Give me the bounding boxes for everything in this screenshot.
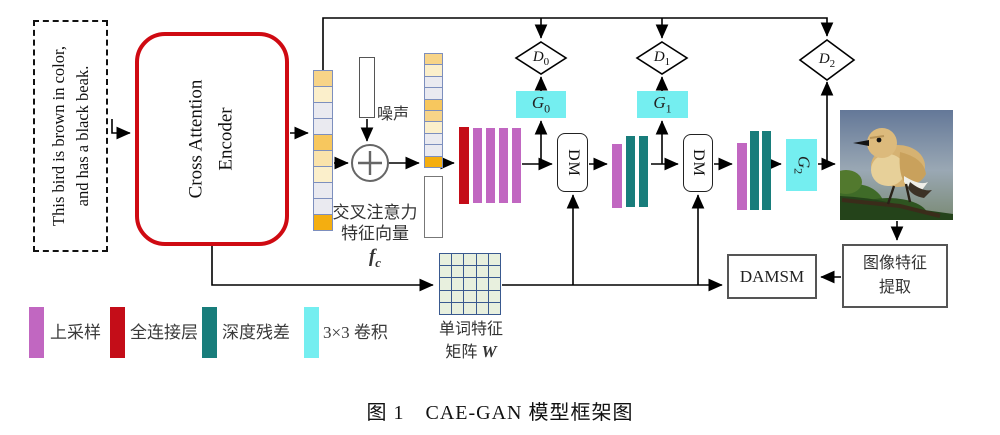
top-line-to-d2 xyxy=(322,17,834,70)
g2-label: G2 xyxy=(790,155,814,175)
vector-cell xyxy=(313,214,333,231)
vector-cell xyxy=(313,86,333,103)
generator-g1: G1 xyxy=(637,91,688,118)
deep-residual-bar xyxy=(639,136,648,207)
vector-cell xyxy=(313,118,333,135)
feature-vector-1 xyxy=(313,70,333,231)
upsample-bar xyxy=(486,128,495,203)
vector-cell xyxy=(424,155,443,168)
vector-cell xyxy=(313,102,333,119)
dm-label: DM xyxy=(564,148,582,177)
discriminator-d1-label: D1 xyxy=(653,49,671,68)
discriminator-d1-diamond xyxy=(635,41,689,75)
legend-item: 深度残差 xyxy=(202,307,302,358)
word-matrix-label: 单词特征 矩阵 W xyxy=(438,321,503,361)
dm-module-2: DM xyxy=(683,134,713,192)
fully-connected-swatch xyxy=(110,307,125,358)
generator-g0: G0 xyxy=(516,91,566,118)
deep-residual-bar xyxy=(762,131,771,210)
text-input-box: This bird is brown in color, and has a b… xyxy=(33,20,108,252)
fc-upsample-group xyxy=(459,127,521,204)
vector-cell xyxy=(313,150,333,167)
dm-label: DM xyxy=(690,149,707,177)
word-feature-matrix xyxy=(439,253,501,315)
discriminator-d2-label: D2 xyxy=(818,51,836,70)
deep-residual-swatch xyxy=(202,307,217,358)
upsample-bar xyxy=(499,128,508,203)
figure-caption: 图 1 CAE-GAN 模型框架图 xyxy=(366,402,634,424)
image-feature-extract-box: 图像特征 提取 xyxy=(842,244,948,308)
legend-item: 全连接层 xyxy=(110,307,202,358)
upsample-bar xyxy=(473,128,482,203)
vector-cell xyxy=(313,182,333,199)
feature-vector-label: 交叉注意力 特征向量 fc xyxy=(322,202,428,271)
deep-residual-bar xyxy=(750,131,759,210)
fc-symbol: fc xyxy=(368,245,382,270)
upsample-bar xyxy=(512,128,521,203)
legend-item: 3×3 卷积 xyxy=(304,307,404,358)
feature-vector-2 xyxy=(424,53,443,168)
generator-g2: G2 xyxy=(786,139,817,191)
line-encoder-to-matrix xyxy=(211,246,434,292)
dm-module-1: DM xyxy=(557,133,588,192)
bird-description-text: This bird is brown in color, and has a b… xyxy=(48,46,92,226)
noise-label: 噪声 xyxy=(377,106,410,123)
appended-noise-cell xyxy=(424,176,443,238)
cross-attention-encoder: Cross Attention Encoder xyxy=(135,32,289,246)
vector-cell xyxy=(313,70,333,87)
discriminator-d2-diamond xyxy=(798,39,856,81)
vector-cell xyxy=(313,134,333,151)
noise-vector xyxy=(359,57,375,118)
damsm-box: DAMSM xyxy=(727,254,817,299)
discriminator-d0-label: D0 xyxy=(532,49,550,68)
discriminator-d0-diamond xyxy=(514,41,568,75)
encoder-label: Cross Attention Encoder xyxy=(185,79,237,199)
upsample-bar xyxy=(737,143,747,210)
upsample-bar xyxy=(612,144,622,208)
vector-cell xyxy=(313,166,333,183)
generated-bird-image xyxy=(840,110,953,220)
fully-connected-bar xyxy=(459,127,469,204)
deep-residual-bar xyxy=(626,136,635,207)
plus-icon xyxy=(351,144,389,182)
legend-item: 上采样 xyxy=(29,307,109,358)
conv3x3-swatch xyxy=(304,307,319,358)
upsample-swatch xyxy=(29,307,44,358)
arrow-input-to-encoder xyxy=(111,119,131,140)
